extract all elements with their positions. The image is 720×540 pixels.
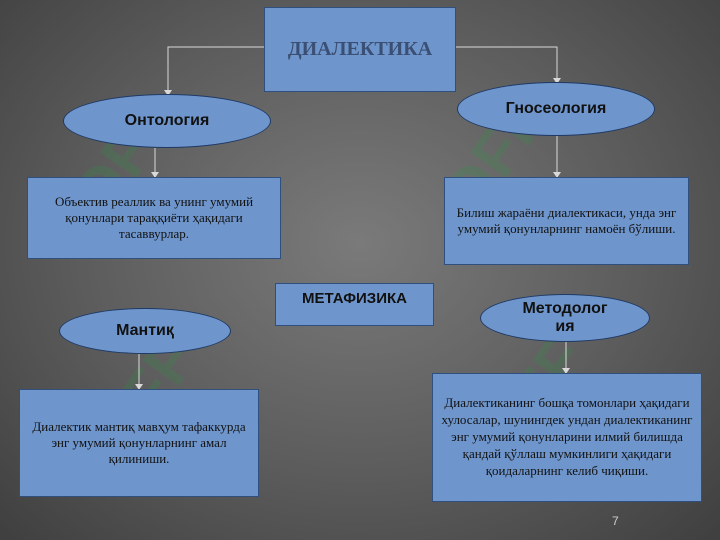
logic-description-box: Диалектик мантиқ мавҳум тафаккурда энг у…: [19, 389, 259, 497]
page-number: 7: [612, 514, 619, 528]
methodology-description: Диалектиканинг бошқа томонлари ҳақидаги …: [441, 395, 693, 478]
metaphysics-box: МЕТАФИЗИКА: [275, 283, 434, 326]
page-title: ДИАЛЕКТИКА: [287, 38, 433, 60]
methodology-label: Методолог ия: [522, 299, 608, 335]
ontology-description-box: Объектив реаллик ва унинг умумий қонунла…: [27, 177, 281, 259]
gnoseology-node: Гносеология: [457, 82, 655, 136]
methodology-description-box: Диалектиканинг бошқа томонлари ҳақидаги …: [432, 373, 702, 502]
ontology-description: Объектив реаллик ва унинг умумий қонунла…: [54, 193, 254, 242]
connector-title-ontology: [167, 46, 264, 94]
ontology-label: Онтология: [124, 112, 210, 129]
logic-node: Мантиқ: [59, 308, 231, 354]
logic-description: Диалектик мантиқ мавҳум тафаккурда энг у…: [32, 418, 246, 467]
logic-label: Мантиқ: [116, 322, 174, 339]
gnoseology-description-box: Билиш жараёни диалектикаси, унда энг уму…: [444, 177, 689, 265]
methodology-node: Методолог ия: [480, 294, 650, 342]
title-box: ДИАЛЕКТИКА: [264, 7, 456, 92]
metaphysics-label: МЕТАФИЗИКА: [302, 290, 407, 307]
gnoseology-description: Билиш жараёни диалектикаси, унда энг уму…: [456, 204, 677, 236]
ontology-node: Онтология: [63, 94, 271, 148]
gnoseology-label: Гносеология: [505, 100, 607, 117]
connector-title-gnoseology: [456, 46, 558, 82]
